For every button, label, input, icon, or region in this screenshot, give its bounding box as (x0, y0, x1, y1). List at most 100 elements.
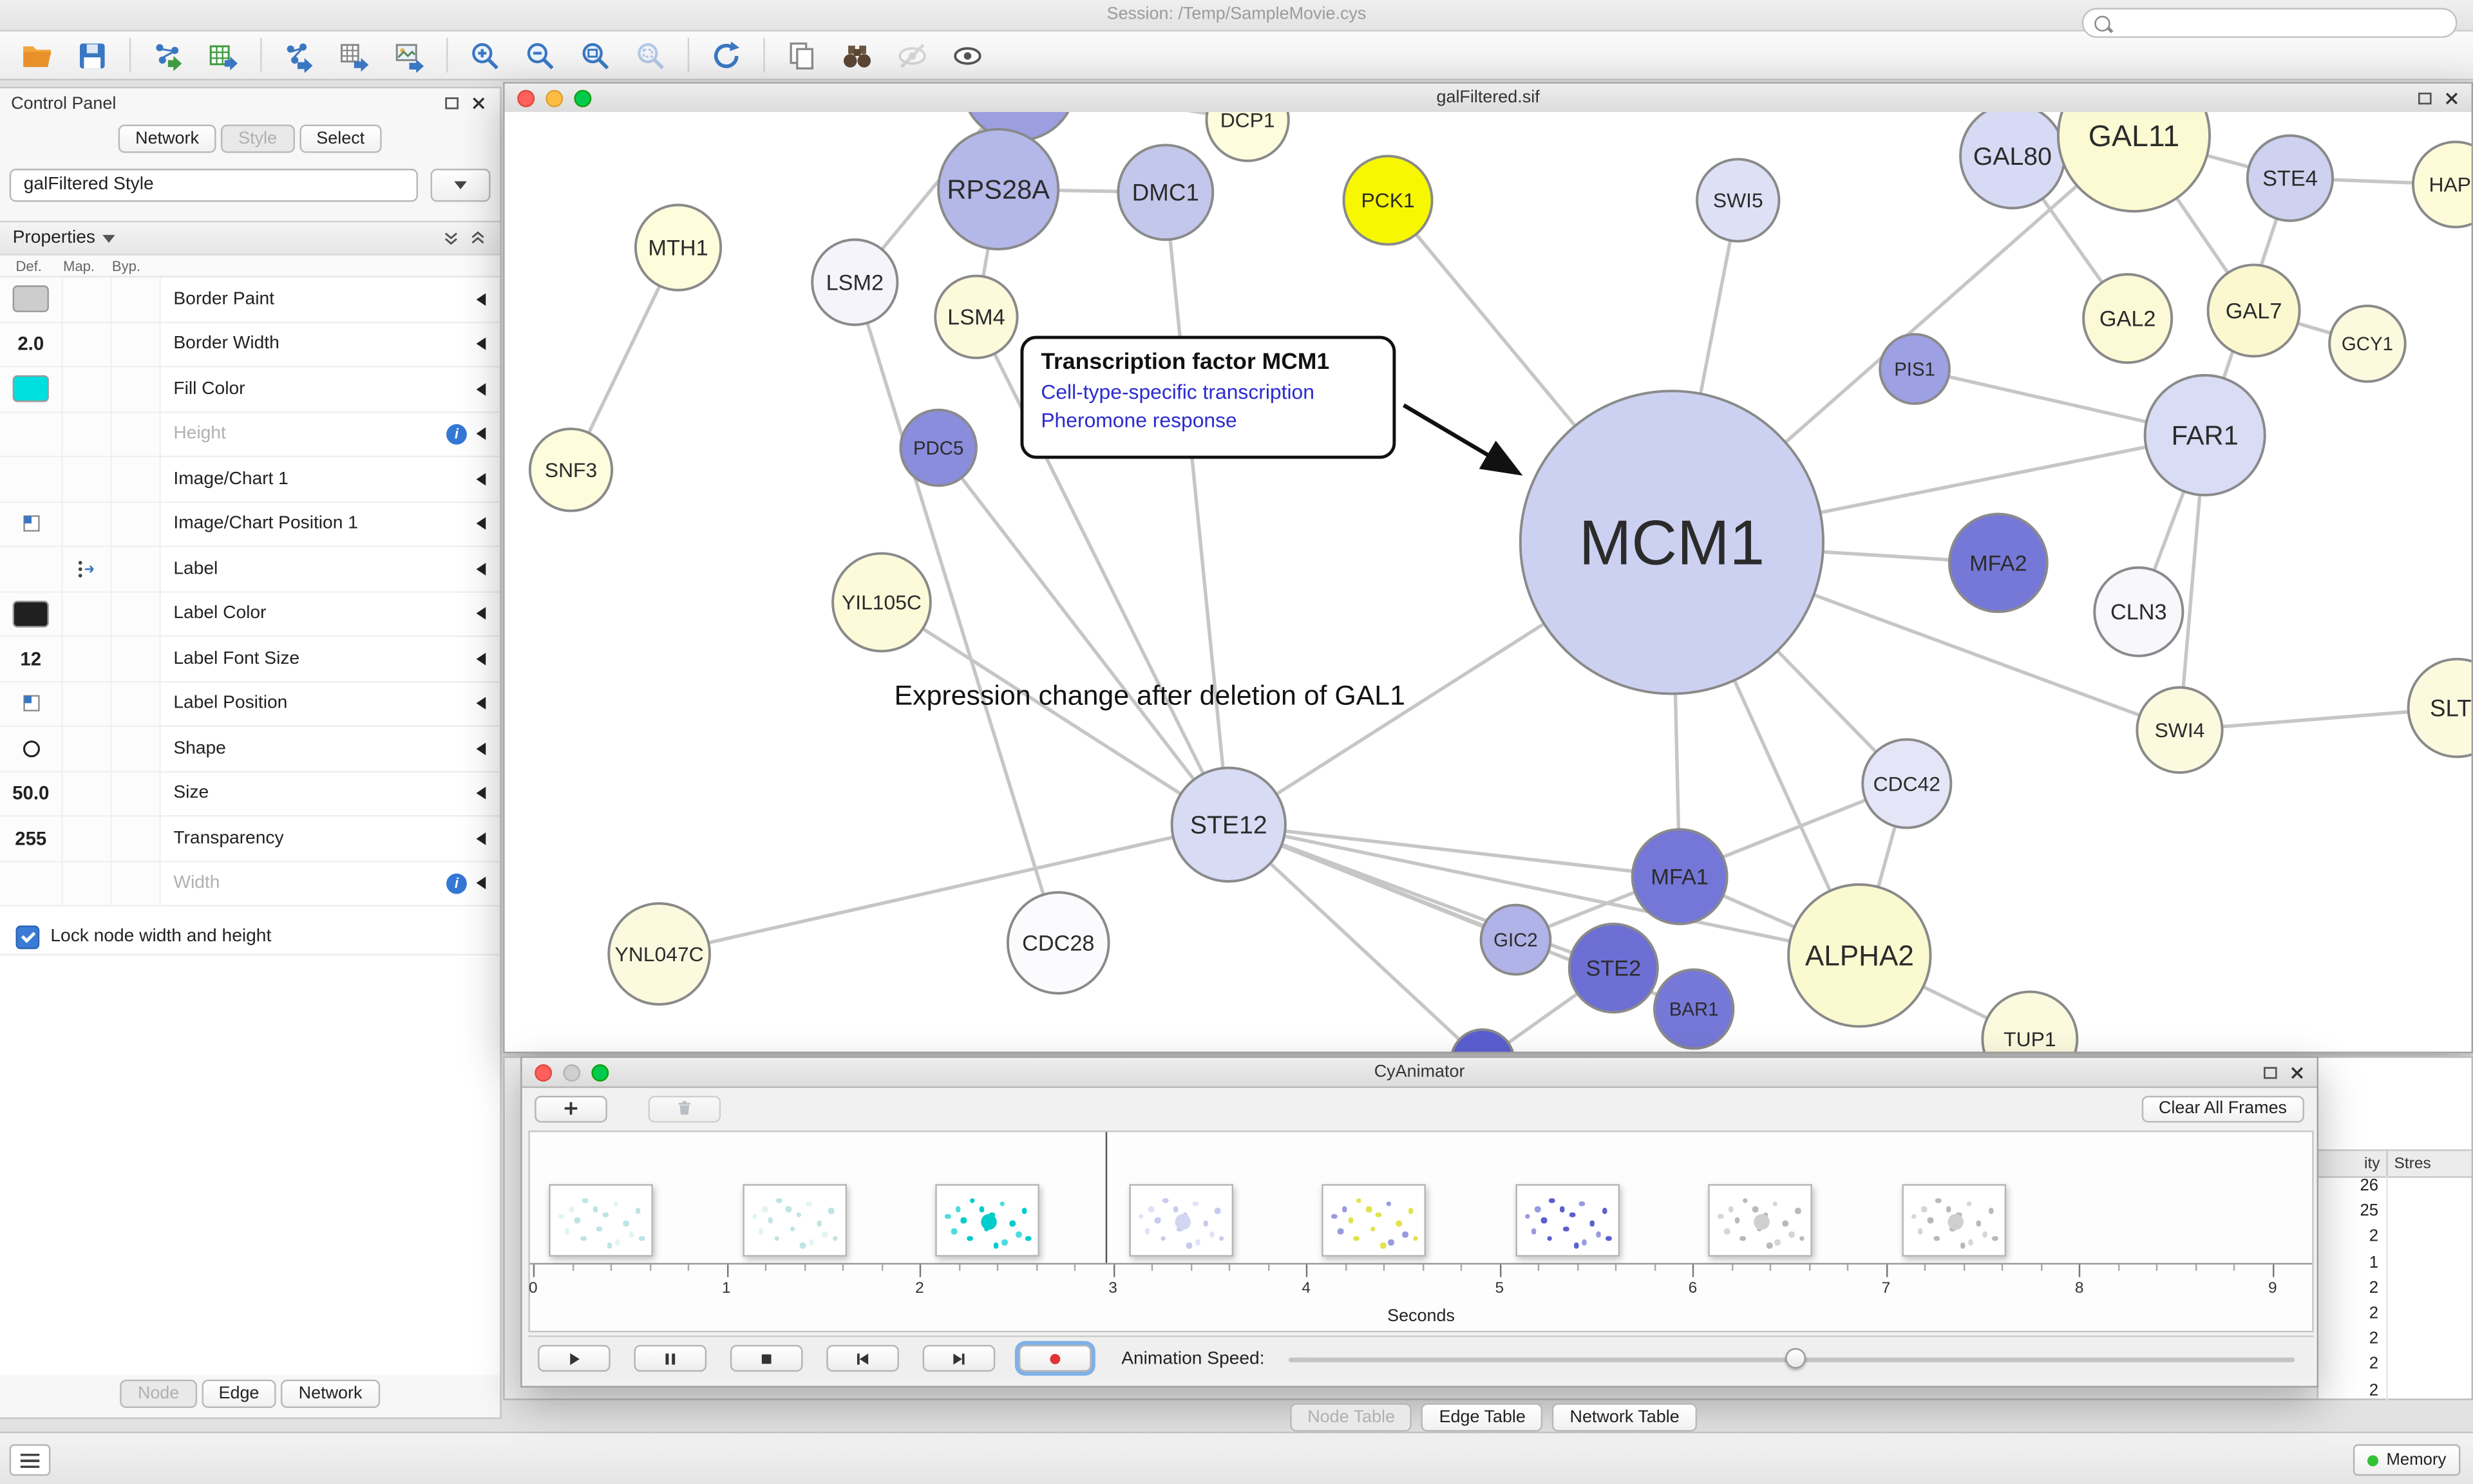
node-CDC28[interactable]: CDC28 (1006, 891, 1110, 995)
frame-thumbnail-0[interactable] (549, 1184, 653, 1257)
mapping-cell[interactable] (62, 682, 112, 726)
default-cell[interactable]: 2.0 (0, 322, 63, 366)
record-button[interactable] (1019, 1344, 1092, 1372)
property-row-shape[interactable]: Shape (0, 726, 500, 772)
node-LSM4[interactable]: LSM4 (934, 274, 1019, 359)
node-SWI5[interactable]: SWI5 (1696, 158, 1781, 243)
expand-arrow-icon[interactable] (476, 787, 486, 800)
mapping-cell[interactable] (62, 592, 112, 635)
default-cell[interactable] (0, 726, 63, 771)
panel-menu-button[interactable] (9, 1444, 51, 1476)
skip-start-button[interactable] (826, 1344, 899, 1372)
property-row-label-position[interactable]: Label Position (0, 682, 500, 727)
node-CLN3[interactable]: CLN3 (2093, 566, 2184, 657)
bypass-cell[interactable] (111, 816, 161, 860)
node-PDC5[interactable]: PDC5 (899, 408, 978, 487)
style-options-button[interactable] (430, 169, 491, 202)
bypass-cell[interactable] (111, 547, 161, 591)
color-swatch[interactable] (12, 600, 49, 628)
minimize-button[interactable] (563, 1064, 581, 1082)
zoom-selected-button[interactable] (623, 35, 678, 76)
node-PCK1[interactable]: PCK1 (1342, 155, 1434, 246)
bypass-cell[interactable] (111, 502, 161, 546)
zoom-in-button[interactable] (457, 35, 513, 76)
save-session-button[interactable] (64, 35, 120, 76)
stop-button[interactable] (730, 1344, 803, 1372)
expand-arrow-icon[interactable] (476, 877, 486, 890)
bypass-cell[interactable] (111, 861, 161, 905)
node-SWI4[interactable]: SWI4 (2136, 686, 2224, 774)
column-header[interactable]: ity (2318, 1151, 2388, 1176)
expand-arrow-icon[interactable] (476, 473, 486, 485)
panel-tab-node[interactable]: Node (120, 1379, 197, 1408)
default-value[interactable]: 255 (15, 827, 47, 850)
node-GCY1[interactable]: GCY1 (2328, 305, 2407, 383)
node-DMC1[interactable]: DMC1 (1117, 144, 1215, 241)
default-value[interactable]: 50.0 (12, 782, 50, 805)
node-MFA1[interactable]: MFA1 (1631, 828, 1729, 926)
mapping-cell[interactable] (62, 547, 112, 591)
node-GAL80[interactable]: GAL80 (1959, 111, 2066, 210)
default-value[interactable]: 2.0 (17, 333, 44, 355)
table-row[interactable]: 2 (2318, 1304, 2472, 1329)
node-DCP1[interactable]: DCP1 (1205, 111, 1290, 162)
pause-button[interactable] (634, 1344, 707, 1372)
mapping-cell[interactable] (62, 277, 112, 321)
property-row-label-color[interactable]: Label Color (0, 592, 500, 637)
default-cell[interactable]: 255 (0, 816, 63, 860)
bypass-cell[interactable] (111, 592, 161, 635)
mapping-cell[interactable] (62, 771, 112, 816)
zoom-fit-button[interactable] (568, 35, 623, 76)
zoom-button[interactable] (591, 1064, 609, 1082)
table-tab-edge-table[interactable]: Edge Table (1421, 1403, 1543, 1432)
color-swatch[interactable] (12, 375, 49, 403)
tab-select[interactable]: Select (299, 124, 383, 153)
bypass-cell[interactable] (111, 277, 161, 321)
annotation-box[interactable]: Transcription factor MCM1 Cell-type-spec… (1020, 335, 1396, 459)
default-cell[interactable] (0, 277, 63, 321)
animation-speed-slider[interactable] (1288, 1344, 2304, 1373)
tab-network[interactable]: Network (118, 124, 216, 153)
expand-arrow-icon[interactable] (476, 607, 486, 621)
close-window-icon[interactable] (2441, 88, 2462, 109)
bypass-cell[interactable] (111, 726, 161, 771)
frame-thumbnail-1[interactable] (742, 1184, 846, 1257)
frame-thumbnail-2[interactable] (935, 1184, 1040, 1257)
delete-frame-button[interactable] (648, 1094, 721, 1122)
property-row-label[interactable]: Label (0, 547, 500, 592)
node-BAR1[interactable]: BAR1 (1653, 968, 1735, 1050)
bypass-cell[interactable] (111, 367, 161, 411)
default-cell[interactable]: 12 (0, 637, 63, 681)
node-STE2[interactable]: STE2 (1568, 923, 1659, 1014)
expand-arrow-icon[interactable] (476, 517, 486, 531)
mapping-cell[interactable] (62, 861, 112, 905)
node-GIC2[interactable]: GIC2 (1479, 903, 1552, 976)
search-box[interactable] (2081, 8, 2458, 38)
position-icon[interactable] (20, 693, 42, 715)
mapping-cell[interactable] (62, 637, 112, 681)
frame-thumbnail-4[interactable] (1322, 1184, 1426, 1257)
expand-arrow-icon[interactable] (476, 292, 486, 306)
node-GAL2[interactable]: GAL2 (2082, 273, 2174, 364)
network-canvas[interactable]: RPS28ADCP1DMC1PCK1SWI5GAL80GAL11STE4HAP4… (504, 111, 2472, 1052)
property-row-image-chart-1[interactable]: Image/Chart 1 (0, 457, 500, 502)
node-BOT1[interactable] (1451, 1028, 1514, 1052)
node-GAL7[interactable]: GAL7 (2206, 263, 2301, 358)
node-TUP1[interactable]: TUP1 (1981, 990, 2079, 1052)
node-RPS28A[interactable]: RPS28A (937, 127, 1060, 250)
close-button[interactable] (517, 89, 535, 108)
float-panel-icon[interactable] (442, 93, 462, 113)
default-cell[interactable] (0, 592, 63, 635)
open-session-button[interactable] (10, 35, 65, 76)
close-panel-icon[interactable] (468, 93, 489, 113)
property-row-image-chart-position-1[interactable]: Image/Chart Position 1 (0, 502, 500, 547)
default-cell[interactable] (0, 547, 63, 591)
mapping-cell[interactable] (62, 726, 112, 771)
ellipse-icon[interactable] (20, 738, 42, 760)
mapping-icon[interactable] (76, 558, 98, 579)
frame-thumbnail-7[interactable] (1902, 1184, 2006, 1257)
